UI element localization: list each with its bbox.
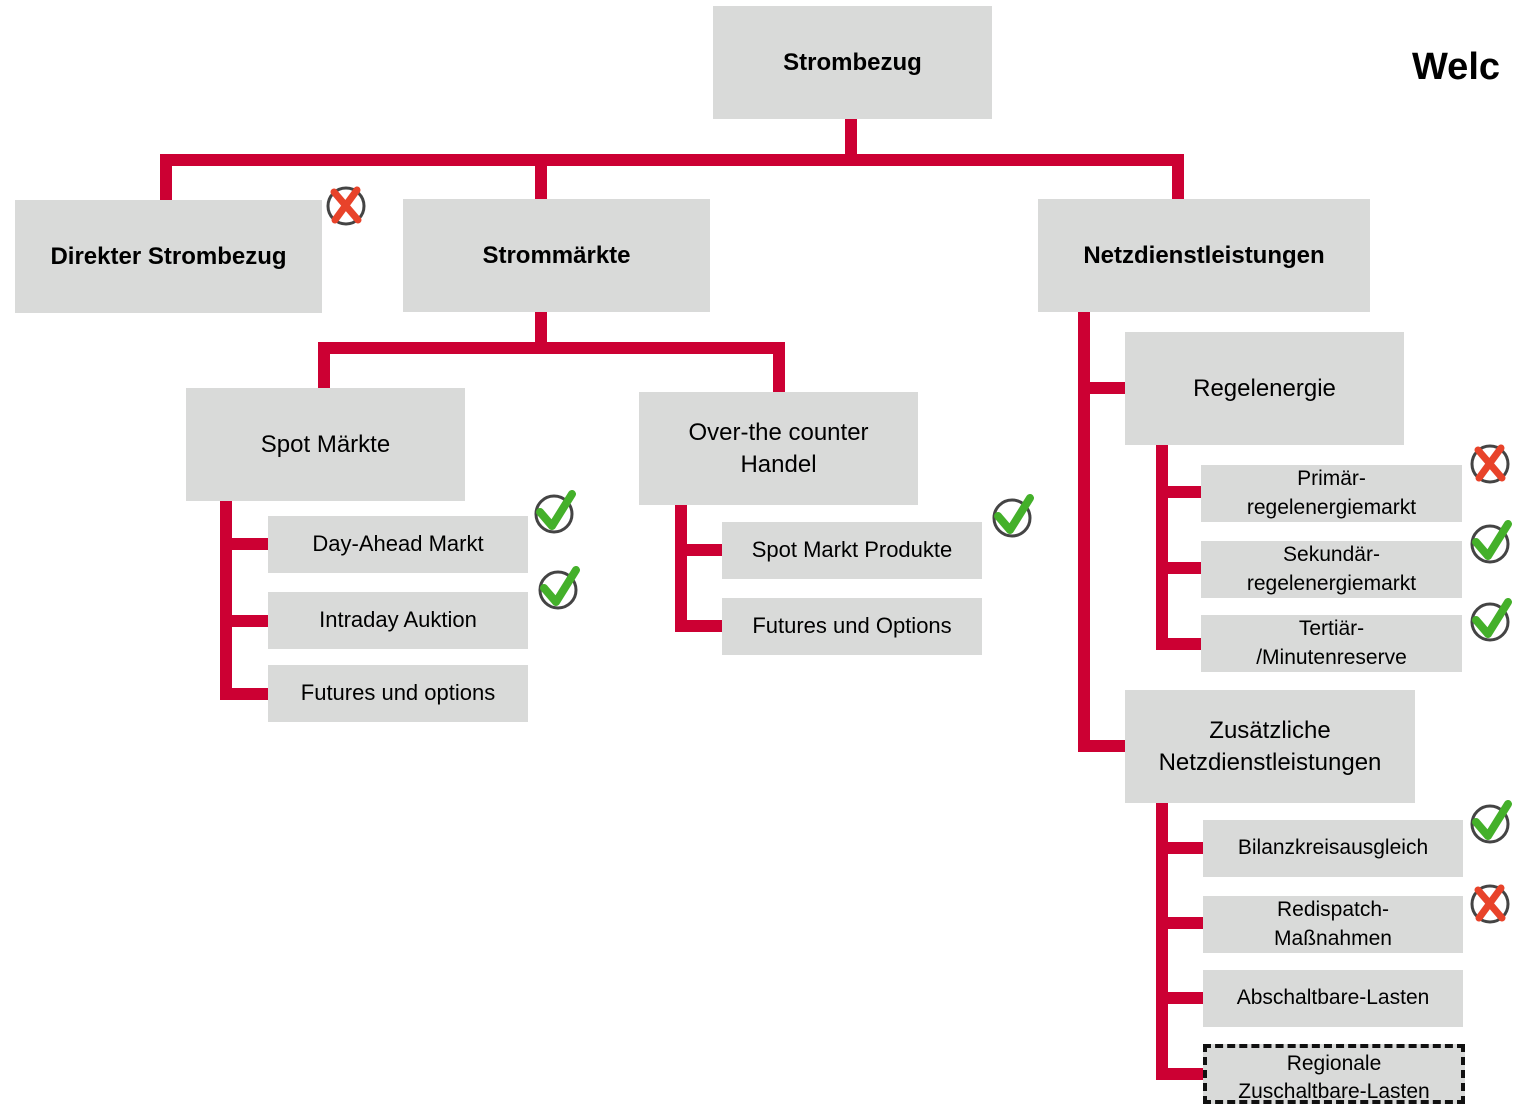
check-mark-icon: [1470, 520, 1512, 564]
node-regelenergie: Regelenergie: [1125, 332, 1404, 445]
leaf-tertiaer-minutenreserve: Tertiär- /Minutenreserve: [1201, 615, 1462, 672]
leaf-tertiaer-line1: Tertiär-: [1298, 617, 1365, 641]
leaf-regionale-line1: Regionale: [1286, 1052, 1382, 1075]
leaf-sekundaer-line2: regelenergiemarkt: [1246, 571, 1417, 595]
leaf-redispatch-massnahmen: Redispatch- Maßnahmen: [1203, 896, 1463, 953]
node-otc-handel: Over-the counter Handel: [639, 392, 918, 505]
check-mark-icon: [534, 490, 576, 534]
leaf-futures-und-options-spot: Futures und options: [268, 665, 528, 722]
check-mark-icon: [538, 566, 580, 610]
leaf-abschaltbare-line1: Abschaltbare-Lasten: [1236, 986, 1430, 1010]
leaf-sekundaer-line1: Sekundär-: [1283, 543, 1380, 567]
leaf-bilanzkreisausgleich: Bilanzkreisausgleich: [1203, 820, 1463, 877]
leaf-sekundaerregelenergiemarkt: Sekundär- regelenergiemarkt: [1201, 541, 1462, 598]
leaf-regionale-line2: Zuschaltbare-Lasten: [1238, 1080, 1430, 1104]
node-zusaetzliche-line2: Netzdienstleistungen: [1158, 748, 1382, 776]
leaf-futures-und-options-otc: Futures und Options: [722, 598, 982, 655]
leaf-redispatch-line1: Redispatch-: [1276, 898, 1390, 922]
page-heading: Welc: [1412, 46, 1501, 88]
leaf-tertiaer-line2: /Minutenreserve: [1256, 645, 1407, 669]
leaf-primaer-line1: Primär-: [1297, 467, 1366, 491]
node-otc-line2: Handel: [740, 450, 817, 478]
node-zusaetzliche-netzdienstleistungen: Zusätzliche Netzdienstleistungen: [1125, 690, 1415, 803]
check-mark-icon: [1470, 598, 1512, 642]
leaf-redispatch-line2: Maßnahmen: [1274, 926, 1392, 950]
cross-mark-icon: [1470, 884, 1510, 924]
node-strommaerkte: Strommärkte: [403, 199, 710, 312]
leaf-regionale-zuschaltbare-lasten: Regionale Zuschaltbare-Lasten: [1203, 1044, 1465, 1104]
leaf-spot-markt-produkte: Spot Markt Produkte: [722, 522, 982, 579]
leaf-abschaltbare-lasten: Abschaltbare-Lasten: [1203, 970, 1463, 1027]
leaf-primaer-line2: regelenergiemarkt: [1246, 495, 1417, 519]
leaf-intraday-auktion: Intraday Auktion: [268, 592, 528, 649]
leaf-day-ahead-markt: Day-Ahead Markt: [268, 516, 528, 573]
node-spot-maerkte: Spot Märkte: [186, 388, 465, 501]
node-netzdienstleistungen: Netzdienstleistungen: [1038, 199, 1370, 312]
check-mark-icon: [1470, 800, 1512, 844]
cross-mark-icon: [326, 186, 366, 226]
leaf-bilanz-line1: Bilanzkreisausgleich: [1237, 836, 1429, 860]
node-otc-line1: Over-the counter: [688, 419, 869, 447]
cross-mark-icon: [1470, 444, 1510, 484]
node-direkter-strombezug: Direkter Strombezug: [15, 200, 322, 313]
leaf-primaerregelenergiemarkt: Primär- regelenergiemarkt: [1201, 465, 1462, 522]
node-zusaetzliche-line1: Zusätzliche: [1209, 717, 1331, 745]
check-mark-icon: [992, 494, 1034, 538]
node-strombezug: Strombezug: [713, 6, 992, 119]
